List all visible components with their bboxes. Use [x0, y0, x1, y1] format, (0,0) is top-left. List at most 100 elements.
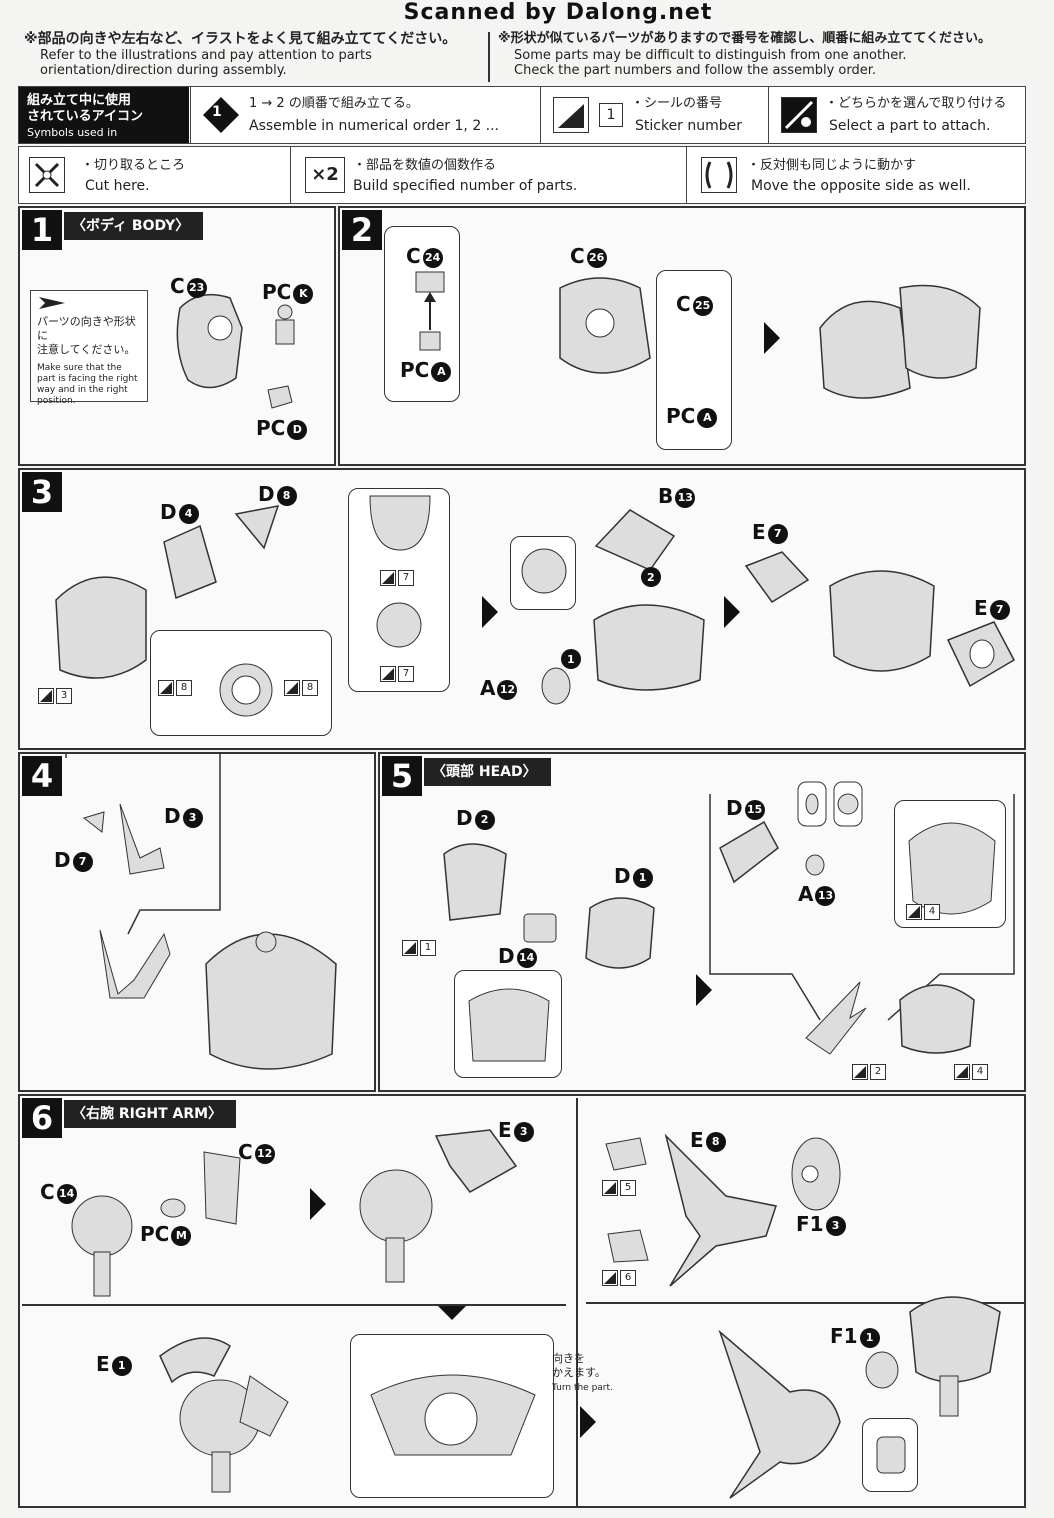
caution-en: Make sure that the part is facing the ri… — [37, 363, 138, 406]
step-6-number: 6 — [22, 1098, 62, 1138]
d8-front-view-illustration — [376, 602, 422, 648]
d2-part-illustration — [443, 843, 507, 921]
step-2-result-illustration — [819, 284, 981, 399]
notice-right-jp: ※形状が似ているパーツがありますので番号を確認し、順番に組み立ててください。 — [498, 31, 991, 46]
legend-label-cell: 組み立て中に使用 されているアイコン Symbols used in instr… — [19, 87, 191, 155]
legend-sticker-en: Sticker number — [635, 118, 743, 134]
d3-d7-part-illustration — [82, 803, 165, 875]
step-5-next-arrow — [696, 974, 712, 1006]
step-2-next-arrow — [764, 322, 780, 354]
turn-part-en: Turn the part. — [552, 1383, 613, 1393]
step-4-number: 4 — [22, 756, 62, 796]
legend-sticker-jp: ・シールの番号 — [631, 96, 723, 111]
step-6-shield-back-illustration — [718, 1329, 841, 1499]
c14-part-illustration — [71, 1195, 133, 1297]
c26-body-illustration — [559, 277, 651, 374]
notice-left: ※部品の向きや左右など、イラストをよく見て組み立ててください。 Refer to… — [24, 30, 484, 84]
order-icon-number: 1 — [212, 104, 222, 120]
a13-detail-illustration — [797, 781, 863, 827]
sticker-4-top: 4 — [906, 904, 940, 920]
f11-part-illustration — [865, 1351, 899, 1389]
step-3-final-body-illustration — [829, 570, 935, 672]
d1-part-illustration — [585, 897, 655, 969]
step-4-body-illustration — [205, 931, 337, 1070]
d15-part-illustration — [719, 820, 779, 884]
sticker-2: 2 — [852, 1064, 886, 1080]
e7-right-part-illustration — [946, 621, 1015, 688]
legend-order-en: Assemble in numerical order 1, 2 ... — [249, 118, 500, 134]
notice-right-en1: Some parts may be difficult to distingui… — [514, 48, 907, 63]
step-6-back-view-inset — [350, 1334, 554, 1498]
legend-sticker-cell: 1 ・シールの番号 Sticker number — [541, 87, 769, 143]
caution-jp1: パーツの向きや形状に — [37, 315, 136, 342]
sticker-4-bottom: 4 — [954, 1064, 988, 1080]
legend-mirror-cell: ・反対側も同じように動かす Move the opposite side as … — [687, 147, 1025, 203]
step-3-body-illustration — [55, 576, 147, 679]
select-part-icon — [781, 97, 817, 133]
step-4-assembled-legs-illustration — [99, 929, 171, 999]
step-2-number: 2 — [342, 210, 382, 250]
step-5-number: 5 — [382, 756, 422, 796]
step-5-title: 〈頭部 HEAD〉 — [424, 758, 551, 786]
b13-part-illustration — [594, 509, 676, 571]
step-1-number: 1 — [22, 210, 62, 250]
a13-part-illustration — [805, 854, 825, 876]
step-3-number: 3 — [22, 472, 62, 512]
order-step-1-icon — [561, 649, 581, 669]
sticker-number-box: 1 — [599, 103, 623, 127]
attention-arrow-icon — [39, 297, 65, 309]
legend-row-1: 組み立て中に使用 されているアイコン Symbols used in instr… — [18, 86, 1026, 155]
step-6-e1-assembly-illustration — [159, 1337, 289, 1493]
e7-left-part-illustration — [744, 551, 810, 604]
turn-part-jp1: 向きを — [552, 1352, 585, 1365]
d8-top-view-illustration — [369, 495, 431, 551]
notice-left-en1: Refer to the illustrations and pay atten… — [40, 48, 372, 63]
legend-mirror-jp: ・反対側も同じように動かす — [747, 158, 917, 173]
step-6-next-arrow-2 — [580, 1406, 596, 1438]
legend-build-en: Build specified number of parts. — [353, 178, 578, 194]
sticker-8-left: 8 — [158, 680, 192, 696]
f13-part-illustration — [791, 1137, 841, 1211]
a12-inset — [510, 536, 576, 610]
sticker-7-bottom: 7 — [380, 666, 414, 682]
step-3-next-arrow-1 — [482, 596, 498, 628]
legend-select-jp: ・どちらかを選んで取り付ける — [825, 96, 1007, 111]
legend-mirror-en: Move the opposite side as well. — [751, 178, 971, 194]
pc-d-part-illustration — [267, 385, 293, 409]
legend-select-en: Select a part to attach. — [829, 118, 991, 134]
order-step-1-number: 1 — [567, 653, 575, 666]
d14-part-illustration — [523, 913, 557, 943]
sticker-7-top: 7 — [380, 570, 414, 586]
sticker-6: 6 — [602, 1270, 636, 1286]
cut-here-icon — [29, 157, 65, 193]
order-step-2-number: 2 — [647, 571, 655, 584]
step-1-title: 〈ボディ BODY〉 — [64, 212, 204, 240]
legend-label: 組み立て中に使用 されているアイコン Symbols used in instr… — [19, 87, 189, 155]
step-1-panel: 1 〈ボディ BODY〉 パーツの向きや形状に 注意してください。 Make s… — [18, 206, 336, 466]
step-6-divider-right — [586, 1302, 1026, 1304]
sticker-6-shape-illustration — [607, 1229, 649, 1263]
caution-jp2: 注意してください。 — [37, 343, 136, 356]
notice-right-en2: Check the part numbers and follow the as… — [514, 63, 877, 78]
build-count-icon: ×2 — [305, 157, 345, 193]
step-6-title: 〈右腕 RIGHT ARM〉 — [64, 1100, 237, 1128]
legend-label-jp2: されているアイコン — [27, 109, 143, 124]
sticker-icon — [553, 97, 589, 133]
step-6-divider-horizontal — [22, 1304, 566, 1306]
